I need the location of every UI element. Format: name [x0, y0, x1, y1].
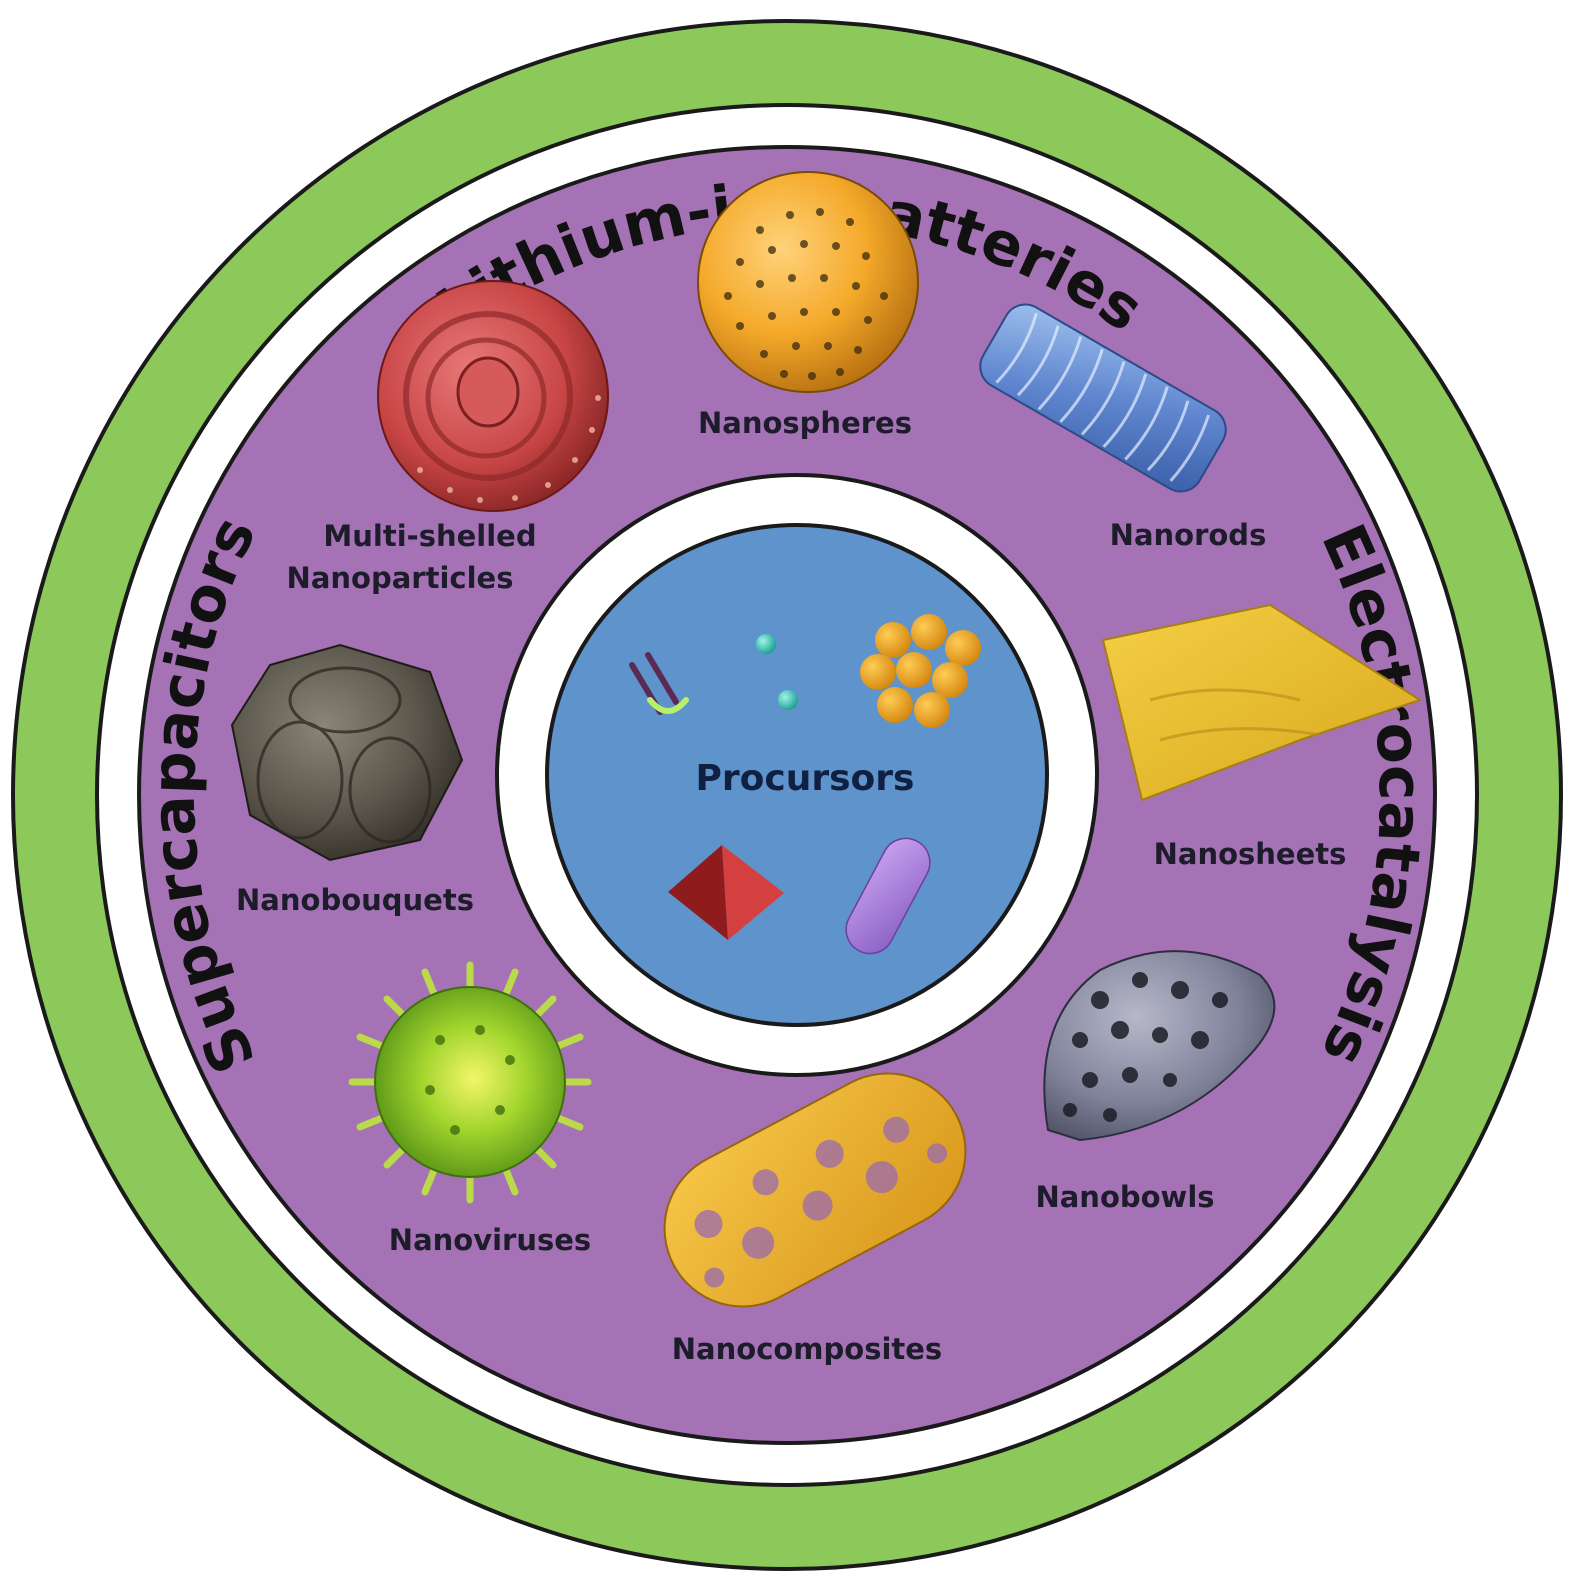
morphology-label-nanosheets: Nanosheets: [1154, 837, 1347, 871]
morphology-label-nanorods: Nanorods: [1110, 518, 1267, 552]
morphology-label-nanocomposites: Nanocomposites: [672, 1332, 942, 1366]
center-label-procursors: Procursors: [696, 758, 915, 799]
pill-precursor-icon: [845, 837, 931, 955]
morphology-label-nanospheres: Nanospheres: [698, 406, 912, 440]
multi-shelled-nanoparticle-icon: [377, 280, 609, 512]
nanorod-icon: [979, 303, 1227, 493]
morphology-label-multi-shelled-line1: Multi-shelled: [323, 519, 536, 553]
sphere-precursor-icon: [756, 634, 776, 654]
honeycomb-precursor-icon: [860, 614, 981, 728]
nanosphere-icon: [697, 171, 919, 393]
nanobowl-icon: [1043, 950, 1276, 1142]
nanosheet-icon: [1101, 603, 1423, 802]
morphology-label-nanobouquets: Nanobouquets: [236, 883, 474, 917]
nanobouquet-icon: [230, 643, 464, 862]
pyramid-precursor-icon: [668, 845, 784, 940]
tube-precursor-icon: [629, 652, 689, 715]
nanovirus-icon: [348, 961, 592, 1204]
morphology-label-nanobowls: Nanobowls: [1035, 1180, 1214, 1214]
precursor-disc: [545, 523, 1049, 1027]
nanocomposite-icon: [663, 1072, 967, 1308]
morphology-label-multi-shelled-line2: Nanoparticles: [287, 561, 514, 595]
sphere-precursor-icon: [778, 690, 798, 710]
morphology-label-nanoviruses: Nanoviruses: [389, 1223, 591, 1257]
